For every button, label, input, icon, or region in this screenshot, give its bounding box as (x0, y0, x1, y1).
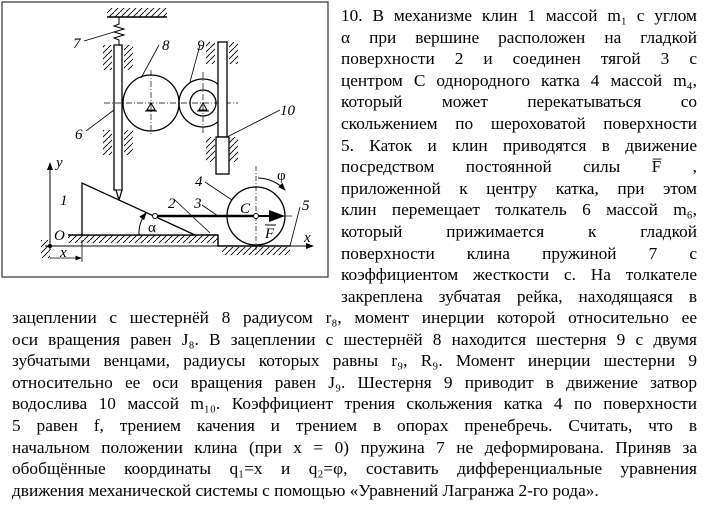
pivot-9 (197, 101, 209, 112)
label-7: 7 (73, 36, 82, 52)
text-line: центром C однородного катка 4 массой m₄, (341, 70, 697, 90)
text-line: начальном положении клина (при x = 0) пр… (12, 437, 697, 457)
gear-9-inner (189, 89, 217, 117)
leader-lines (83, 31, 301, 247)
text-line: поверхности клина пружиной 7 с (341, 243, 697, 263)
text-line: приложенной к центру катка, при этом (341, 178, 697, 198)
text-line: движения механической системы с помощью … (12, 480, 599, 500)
label-phi: φ (277, 168, 286, 184)
figure-frame (1, 1, 329, 278)
label-5: 5 (302, 198, 310, 214)
text-line: закреплена зубчатая рейка, находящаяся в (341, 286, 697, 306)
label-c: C (240, 201, 251, 217)
wedge-1 (81, 181, 196, 236)
label-y: y (54, 155, 63, 171)
text-line: относительно ее оси вращения равен J₉. Ш… (12, 372, 697, 392)
text-line: который прижимается к гладкой (341, 221, 697, 241)
label-3: 3 (193, 196, 202, 212)
label-4: 4 (195, 174, 203, 190)
pusher-6 (113, 44, 123, 203)
text-line: который может перекатываться со (341, 92, 697, 112)
text-line: посредством постоянной силы F̅ , (341, 157, 697, 177)
label-9: 9 (197, 38, 205, 54)
gate-rod-10 (217, 41, 228, 138)
label-8: 8 (162, 38, 170, 54)
problem-text-full: зацеплении с шестернёй 8 радиусом r₈, мо… (12, 307, 697, 501)
alpha-arc (138, 212, 147, 236)
label-10: 10 (280, 103, 296, 119)
label-x-axis: x (303, 230, 311, 246)
text-line: обобщённые координаты q₁=x и q₂=φ, соста… (12, 459, 697, 479)
spring-7 (112, 17, 126, 45)
phi-arc (257, 177, 286, 191)
text-line: поверхности 2 и соединен тягой 3 с (341, 49, 697, 69)
pivot-8 (145, 101, 157, 112)
text-line: 5 равен f, трением качения и трением в о… (12, 415, 697, 435)
gate-10 (215, 136, 230, 175)
text-line: 10. В механизме клин 1 массой m₁ с углом (341, 6, 697, 25)
text-line: 5. Каток и клин приводятся в движение (341, 135, 697, 155)
text-line: скольжением по шероховатой поверхности (341, 113, 697, 133)
text-line: зубчатыми венцами, радиусы которых равны… (12, 351, 697, 371)
label-alpha: α (148, 220, 156, 236)
problem-text-column: 10. В механизме клин 1 массой m₁ с углом… (341, 5, 697, 307)
label-2: 2 (168, 196, 176, 212)
mechanism-diagram: 7 6 8 9 10 y 1 2 3 4 5 C F α φ O x x (1, 1, 329, 278)
ceiling-support (107, 8, 167, 18)
text-line: водослива 10 массой m₁₀. Коэффициент тре… (12, 394, 697, 414)
guides (103, 42, 238, 162)
text-line: зацеплении с шестернёй 8 радиусом r₈, мо… (12, 308, 697, 327)
label-force: F (264, 226, 275, 242)
text-line: оси вращения равен J₈. В зацеплении с ше… (12, 329, 697, 349)
label-x-dim: x (59, 245, 67, 261)
text-line: клин перемещает толкатель 6 массой m₆, (341, 200, 697, 220)
label-1: 1 (60, 193, 68, 209)
label-6: 6 (75, 127, 83, 143)
text-line: коэффициентом жесткости c. На толкателе (341, 265, 697, 285)
label-origin: O (54, 228, 65, 244)
text-line: α при вершине расположен на гладкой (341, 27, 697, 47)
